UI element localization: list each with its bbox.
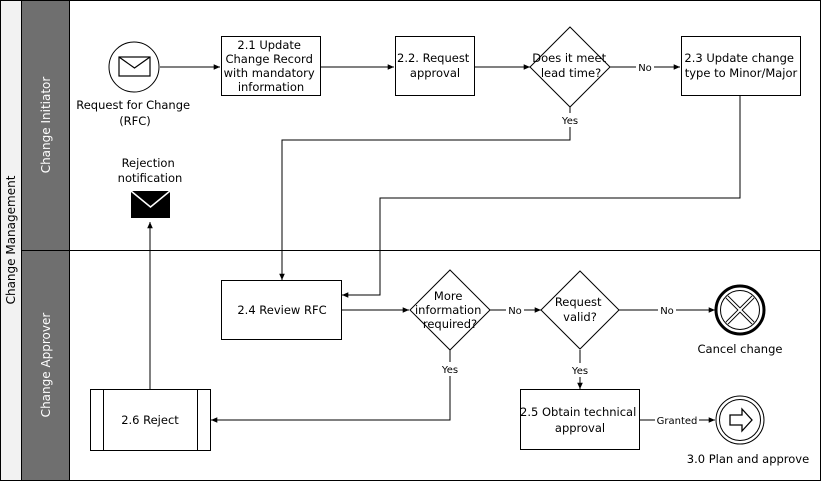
- flow-label-granted: Granted: [657, 416, 698, 427]
- start-event-label-line-1: Request for Change: [76, 98, 190, 112]
- task-update-record-line-2: Change Record: [225, 52, 312, 66]
- flow-label-info-yes: Yes: [441, 365, 458, 376]
- lane-title-approver: Change Approver: [39, 313, 53, 418]
- task-update-type-line-2: type to Minor/Major: [685, 66, 798, 80]
- end-event-cancel-change[interactable]: Cancel change: [698, 284, 783, 356]
- flow-label-lead-yes: Yes: [561, 116, 578, 127]
- svg-text:Request for Change (RFC): Request for Change (RFC): [76, 98, 194, 128]
- envelope-icon: [118, 56, 151, 77]
- pool-title: Change Management: [4, 175, 18, 304]
- svg-text:Rejection notification: Rejection notification: [118, 156, 183, 185]
- task-review-rfc[interactable]: 2.4 Review RFC: [221, 280, 342, 340]
- task-request-approval-line-2: approval: [410, 66, 460, 80]
- gateway-request-valid[interactable]: Request valid?: [540, 270, 620, 350]
- flow-label-valid-yes: Yes: [571, 366, 588, 377]
- task-reject[interactable]: 2.6 Reject: [90, 389, 211, 451]
- rejection-label-line-2: notification: [118, 171, 183, 185]
- flow-label-info-no: No: [508, 306, 522, 317]
- plan-approve-label: 3.0 Plan and approve: [687, 452, 809, 466]
- task-reject-label: 2.6 Reject: [121, 413, 179, 427]
- svg-text:More information r: More information required?: [415, 289, 485, 331]
- task-obtain-technical-approval[interactable]: 2.5 Obtain technical approval: [520, 389, 640, 450]
- svg-text:Request valid?: Request valid?: [555, 295, 605, 324]
- link-arrow-icon: [729, 407, 753, 433]
- intermediate-event-plan-approve[interactable]: 3.0 Plan and approve: [687, 395, 809, 466]
- task-update-record-line-1: 2.1 Update: [237, 38, 301, 52]
- gateway-lead-time-line-1: Does it meet: [532, 51, 606, 65]
- gateway-request-valid-line-2: valid?: [563, 310, 597, 324]
- task-update-change-record[interactable]: 2.1 Update Change Record with mandatory …: [221, 36, 321, 96]
- gateway-lead-time[interactable]: Does it meet lead time?: [529, 26, 611, 108]
- flow-update-type-to-review: [342, 96, 741, 298]
- svg-text:2.1 Update Change Record: 2.1 Update Change Record with mandatory …: [224, 38, 319, 94]
- task-technical-approval-line-2: approval: [555, 421, 605, 435]
- task-request-approval[interactable]: 2.2. Request approval: [395, 36, 475, 96]
- flow-label-valid-no: No: [660, 306, 674, 317]
- task-update-record-line-4: information: [238, 80, 304, 94]
- gateway-more-information[interactable]: More information required?: [409, 269, 491, 351]
- task-update-record-line-3: with mandatory: [224, 66, 315, 80]
- rejection-label-line-1: Rejection: [122, 156, 175, 170]
- cancel-change-label: Cancel change: [698, 342, 783, 356]
- flow-labels: No Yes No Yes No Yes Granted: [438, 60, 699, 427]
- gateway-more-info-line-1: More: [434, 289, 463, 303]
- lane-title-initiator: Change Initiator: [39, 77, 53, 174]
- end-event-rejection-notification[interactable]: Rejection notification: [118, 156, 183, 218]
- envelope-filled-icon: [130, 190, 171, 218]
- gateway-request-valid-line-1: Request: [555, 295, 602, 309]
- start-event-label-line-2: (RFC): [119, 114, 151, 128]
- svg-text:2.5 Obtain technical app: 2.5 Obtain technical approval: [520, 405, 640, 435]
- task-review-rfc-label: 2.4 Review RFC: [237, 303, 326, 317]
- cancel-x-icon: [725, 295, 755, 325]
- gateway-more-info-line-2: information: [415, 303, 481, 317]
- svg-text:2.2. Request approval: 2.2. Request approval: [397, 51, 473, 80]
- gateway-lead-time-line-2: lead time?: [541, 66, 601, 80]
- task-technical-approval-line-1: 2.5 Obtain technical: [520, 405, 636, 419]
- svg-text:Does it meet lead time?: Does it meet lead time?: [532, 51, 610, 80]
- task-request-approval-line-1: 2.2. Request: [397, 51, 470, 65]
- flow-label-lead-no: No: [638, 63, 652, 74]
- task-update-change-type[interactable]: 2.3 Update change type to Minor/Major: [681, 36, 801, 96]
- start-event-rfc[interactable]: Request for Change (RFC): [76, 41, 194, 128]
- task-update-type-line-1: 2.3 Update change: [684, 51, 794, 65]
- lane-header-approver: [21, 250, 70, 481]
- svg-text:2.3 Update change type t: 2.3 Update change type to Minor/Major: [684, 51, 797, 80]
- gateway-more-info-line-3: required?: [423, 317, 477, 331]
- lane-header-initiator: [21, 0, 70, 251]
